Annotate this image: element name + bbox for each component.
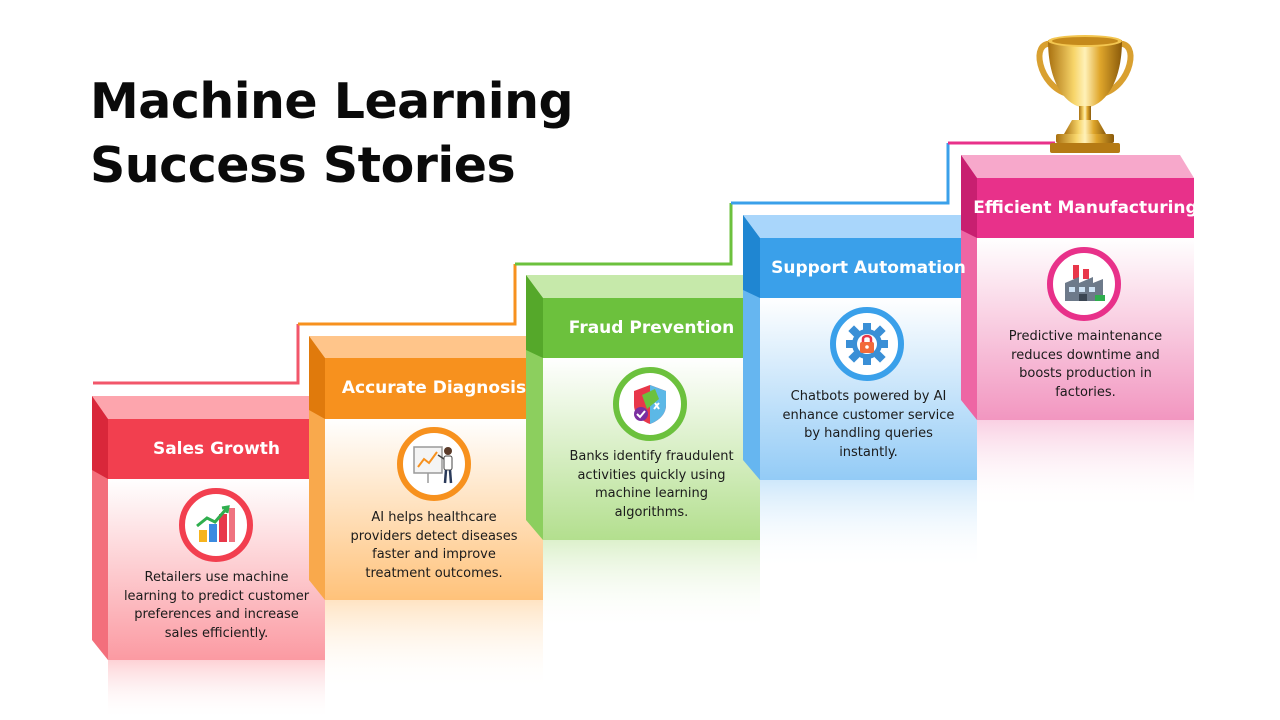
title-line-2: Success Stories bbox=[90, 137, 516, 194]
trophy-icon bbox=[1036, 35, 1134, 153]
step-description: Retailers use machine learning to predic… bbox=[123, 570, 310, 641]
gear-lock-icon bbox=[830, 307, 904, 381]
step-sales-growth: Sales Growth Retailers use machine learn… bbox=[108, 419, 325, 660]
step-efficient-manufacturing: Efficient Manufacturing Predictive maint… bbox=[973, 178, 1198, 420]
step-label: Fraud Prevention bbox=[568, 318, 735, 338]
step-fraud-prevention: Fraud Prevention Banks identify fraudule… bbox=[543, 298, 760, 540]
step-block-1 bbox=[92, 396, 325, 720]
page-title: Machine Learning Success Stories bbox=[90, 70, 574, 198]
step-label: Accurate Diagnosis bbox=[341, 378, 527, 398]
step-support-automation: Support Automation Chatbots powered by A… bbox=[760, 238, 977, 480]
step-label: Sales Growth bbox=[152, 439, 281, 459]
title-line-1: Machine Learning bbox=[90, 73, 574, 130]
shield-icon bbox=[613, 367, 687, 441]
connector-line-1 bbox=[93, 324, 300, 385]
connector-line-4 bbox=[731, 143, 950, 205]
step-description: Chatbots powered by AI enhance customer … bbox=[782, 389, 955, 460]
factory-icon bbox=[1047, 247, 1121, 321]
connector-line-2 bbox=[298, 264, 517, 326]
bar-chart-icon bbox=[179, 488, 253, 562]
step-accurate-diagnosis: Accurate Diagnosis AI helps healthcare p… bbox=[325, 358, 543, 600]
connector-line-3 bbox=[515, 203, 733, 266]
step-label: Efficient Manufacturing bbox=[973, 198, 1198, 218]
step-description: Predictive maintenance reduces downtime … bbox=[1008, 329, 1163, 400]
step-label: Support Automation bbox=[771, 258, 966, 278]
step-description: Banks identify fraudulent activities qui… bbox=[569, 449, 734, 520]
doctor-presentation-icon bbox=[397, 427, 471, 501]
step-description: AI helps healthcare providers detect dis… bbox=[350, 510, 518, 581]
